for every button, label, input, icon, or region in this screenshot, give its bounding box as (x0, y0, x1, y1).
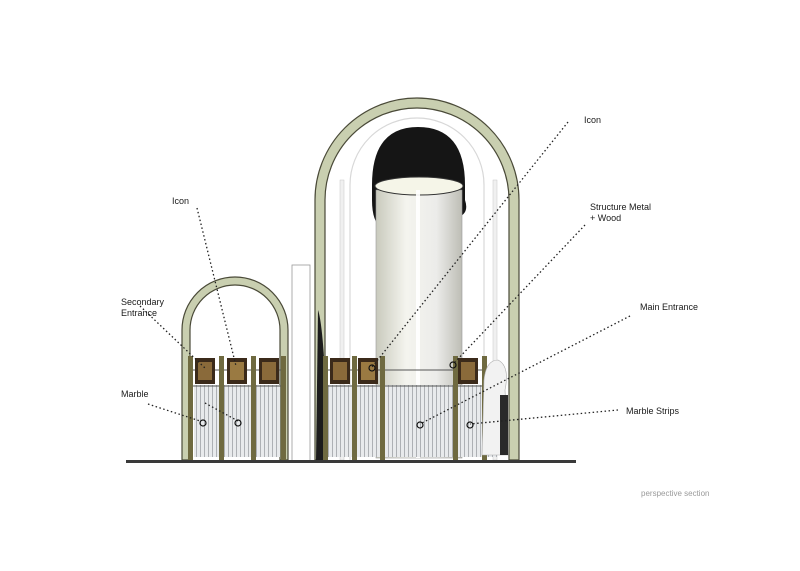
label-secondary-entrance-line2: Entrance (121, 308, 158, 318)
leader-endpoints (199, 361, 474, 429)
icons-left (195, 358, 279, 384)
label-marble-strips: Marble Strips (626, 406, 680, 416)
label-main-entrance: Main Entrance (640, 302, 699, 312)
label-secondary-entrance-line1: Secondary (121, 297, 165, 307)
label-structure-line1: Structure Metal (590, 202, 652, 212)
ground-line (126, 460, 576, 463)
leader-lines (139, 121, 631, 425)
label-icon-right: Icon (584, 115, 602, 125)
drawing-caption: perspective section (641, 489, 710, 498)
label-structure-line2: + Wood (590, 213, 622, 223)
icons-right (330, 358, 478, 384)
label-marble: Marble (121, 389, 149, 399)
label-icon-left: Icon (172, 196, 190, 206)
white-pillar (291, 264, 311, 462)
